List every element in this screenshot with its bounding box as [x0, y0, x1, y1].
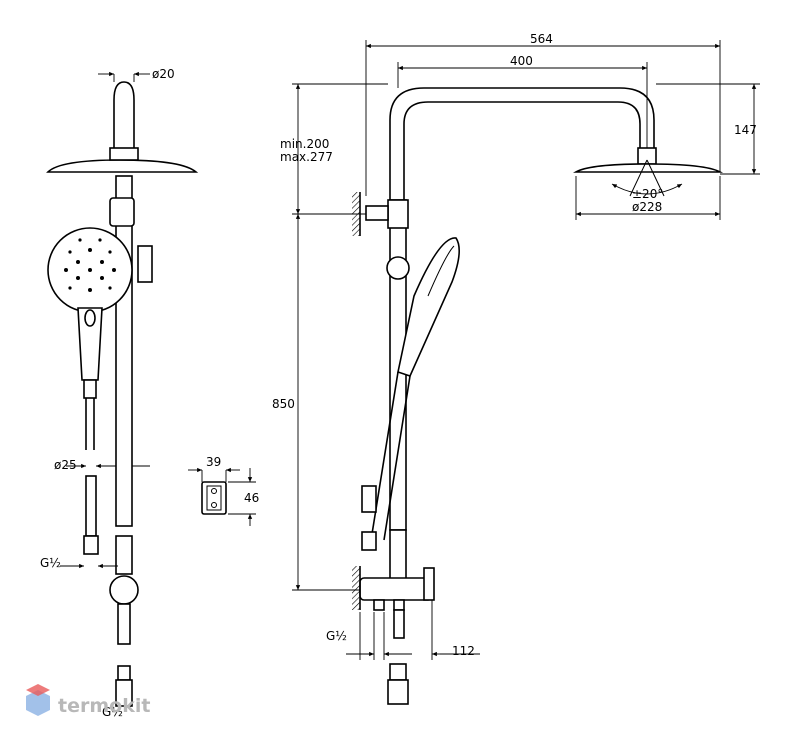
front-view	[292, 40, 760, 705]
label-adjust-min: min.200	[280, 137, 329, 151]
front-top-clamp	[387, 199, 409, 229]
side-holder	[137, 245, 153, 283]
label-head-diameter: ø228	[632, 200, 662, 214]
front-head-joint	[637, 147, 657, 165]
side-head	[46, 159, 199, 173]
watermark-text: termokit	[58, 695, 150, 717]
front-hose-nut	[361, 531, 377, 551]
hand-shower-button	[84, 309, 96, 327]
front-slider	[386, 256, 410, 280]
label-head-height: 147	[734, 123, 757, 137]
front-arm-outer	[389, 87, 655, 200]
label-thread-bottom: G½	[102, 705, 123, 719]
label-hose-diameter: ø25	[54, 458, 77, 472]
label-tilt-angle: ±20°	[632, 187, 663, 201]
hand-shower-nozzles	[64, 238, 116, 292]
side-arm	[113, 81, 135, 150]
front-mixer-handle	[423, 567, 435, 601]
label-thread-left: G½	[40, 556, 61, 570]
label-bar-length: 850	[272, 397, 295, 411]
label-bar-diameter: ø20	[152, 67, 175, 81]
side-slider	[109, 197, 135, 227]
hand-shower-neck	[83, 379, 97, 399]
front-hand-shower	[397, 237, 460, 377]
hand-shower-handle	[77, 307, 103, 381]
side-mixer-pipe	[117, 603, 131, 645]
side-bar	[115, 175, 133, 527]
front-hose-b	[383, 375, 411, 541]
label-arm-length: 400	[510, 54, 533, 68]
front-wall-hatch-bottom	[352, 566, 360, 610]
wall-bracket	[188, 467, 256, 526]
label-bracket-height: 46	[244, 491, 259, 505]
side-fitting	[117, 665, 131, 681]
front-lower-bar	[389, 529, 407, 581]
side-hose-nut	[83, 535, 99, 555]
front-fitting-nut	[387, 679, 409, 705]
front-holder	[361, 485, 377, 513]
front-mixer	[359, 577, 433, 601]
front-wall-arm	[365, 205, 389, 221]
label-top-width: 564	[530, 32, 553, 46]
side-head-joint	[109, 147, 139, 161]
label-thread-mid: G½	[326, 629, 347, 643]
front-head	[572, 163, 724, 173]
label-outlet-offset: 112	[452, 644, 475, 658]
side-fitting-nut	[115, 679, 133, 707]
front-outlet-pipe	[393, 609, 405, 639]
side-view	[46, 71, 199, 707]
front-arm-inner	[403, 101, 641, 200]
label-bracket-width: 39	[206, 455, 221, 469]
label-adjust-max: max.277	[280, 150, 333, 164]
side-lower-bar	[115, 535, 133, 575]
side-hose-lower	[85, 475, 97, 537]
front-fitting	[389, 663, 407, 681]
watermark-logo-icon	[26, 684, 50, 716]
side-mixer	[109, 575, 139, 605]
